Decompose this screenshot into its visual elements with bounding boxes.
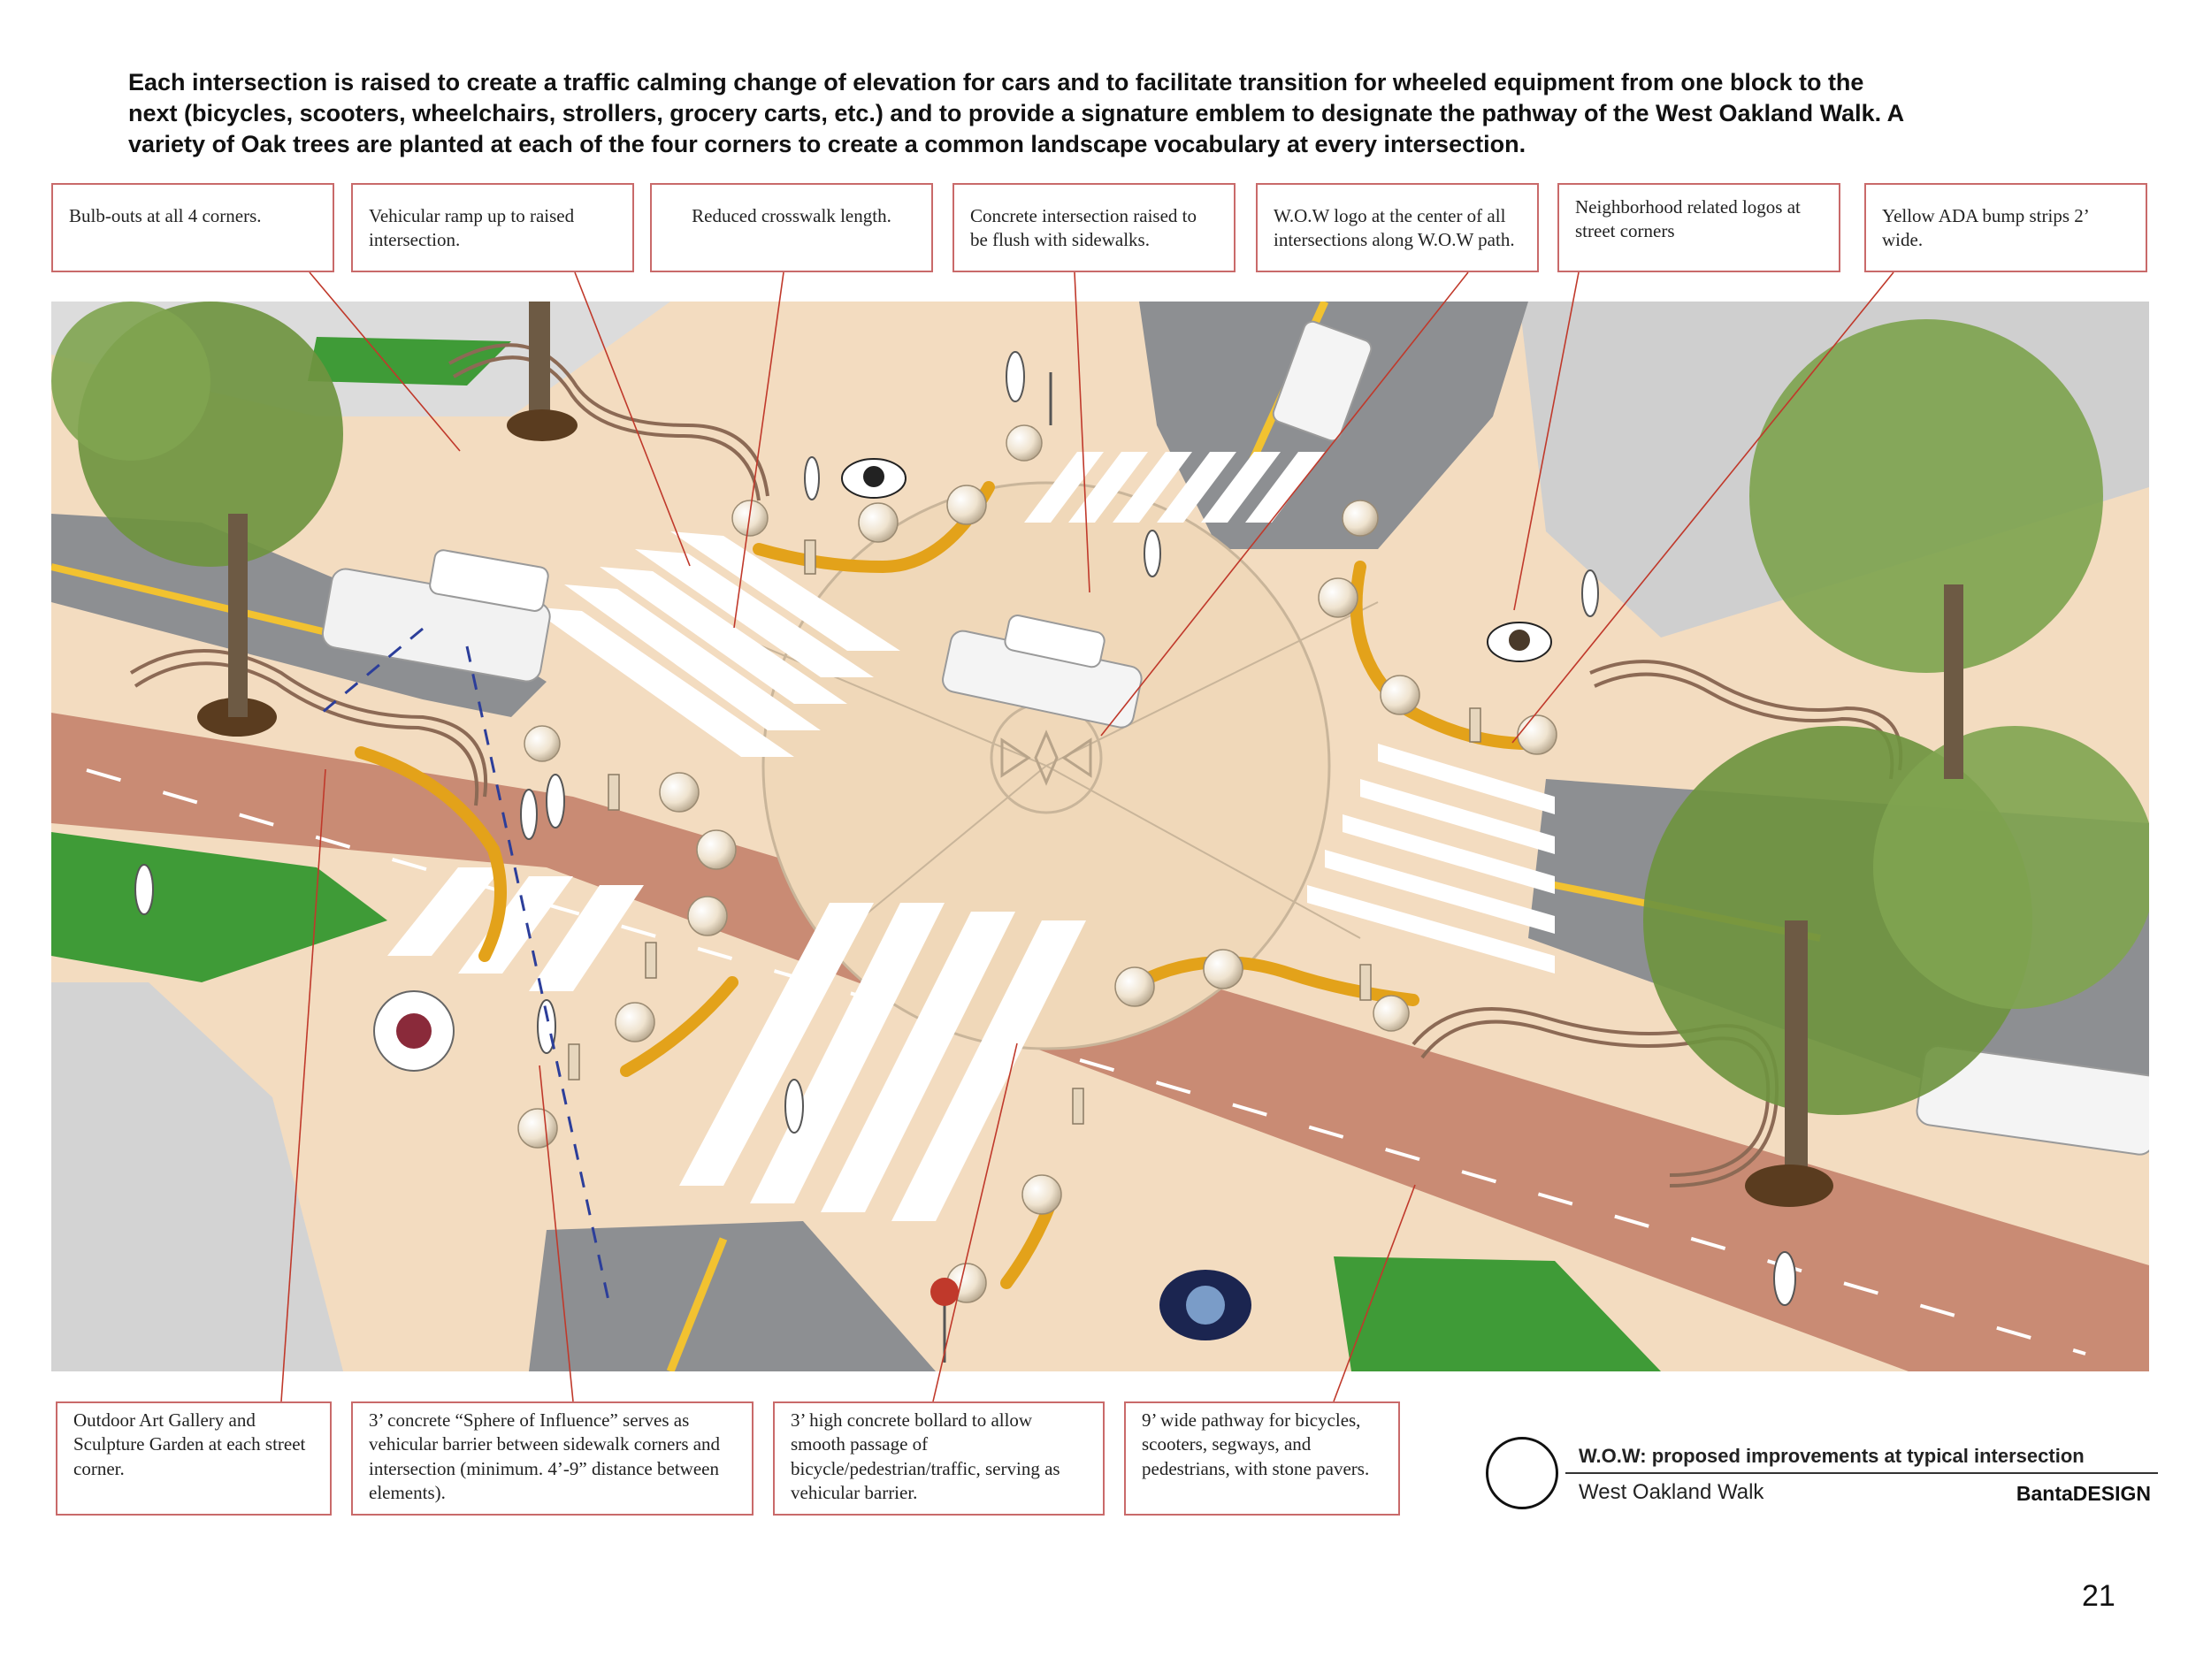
crosswalk-east — [1307, 744, 1555, 974]
callout-art-gallery: Outdoor Art Gallery and Sculpture Garden… — [56, 1401, 332, 1516]
title-block: W.O.W: proposed improvements at typical … — [1486, 1432, 2158, 1512]
firm-name: BantaDESIGN — [2016, 1482, 2151, 1505]
title-circle-icon — [1486, 1437, 1558, 1509]
callout-raised-intersection: Concrete intersection raised to be flush… — [952, 183, 1236, 272]
callout-bulb-outs: Bulb-outs at all 4 corners. — [51, 183, 334, 272]
callout-ada-strips: Yellow ADA bump strips 2’ wide. — [1864, 183, 2147, 272]
oak-tree-top-left — [51, 302, 578, 737]
road-bottom — [529, 1221, 936, 1371]
drawing-title: W.O.W: proposed improvements at typical … — [1579, 1445, 2085, 1467]
neighborhood-logo-east — [1487, 622, 1552, 662]
concrete-bollards — [568, 539, 1481, 1125]
project-name: West Oakland Walk — [1579, 1480, 1764, 1504]
intro-paragraph: Each intersection is raised to create a … — [128, 69, 1904, 158]
callout-crosswalk-length: Reduced crosswalk length. — [650, 183, 933, 272]
callout-vehicular-ramp: Vehicular ramp up to raised intersection… — [351, 183, 634, 272]
callout-wow-logo: W.O.W logo at the center of all intersec… — [1256, 183, 1539, 272]
neighborhood-logo-south — [1159, 1270, 1251, 1340]
callout-sphere-of-influence: 3’ concrete “Sphere of Influence” serves… — [351, 1401, 754, 1516]
page-number: 21 — [2082, 1579, 2115, 1613]
car-left — [321, 549, 551, 683]
intersection-illustration — [51, 302, 2149, 1371]
callout-neighborhood-logos: Neighborhood related logos at street cor… — [1557, 183, 1840, 272]
road-left — [51, 514, 547, 717]
car-center — [942, 614, 1143, 729]
neighborhood-logo-north — [841, 458, 907, 499]
callout-concrete-bollard: 3’ high concrete bollard to allow smooth… — [773, 1401, 1105, 1516]
title-divider — [1565, 1472, 2158, 1474]
callout-bike-pathway: 9’ wide pathway for bicycles, scooters, … — [1124, 1401, 1400, 1516]
neighborhood-logo-west — [373, 990, 455, 1072]
lot-bottom-left — [51, 982, 343, 1371]
